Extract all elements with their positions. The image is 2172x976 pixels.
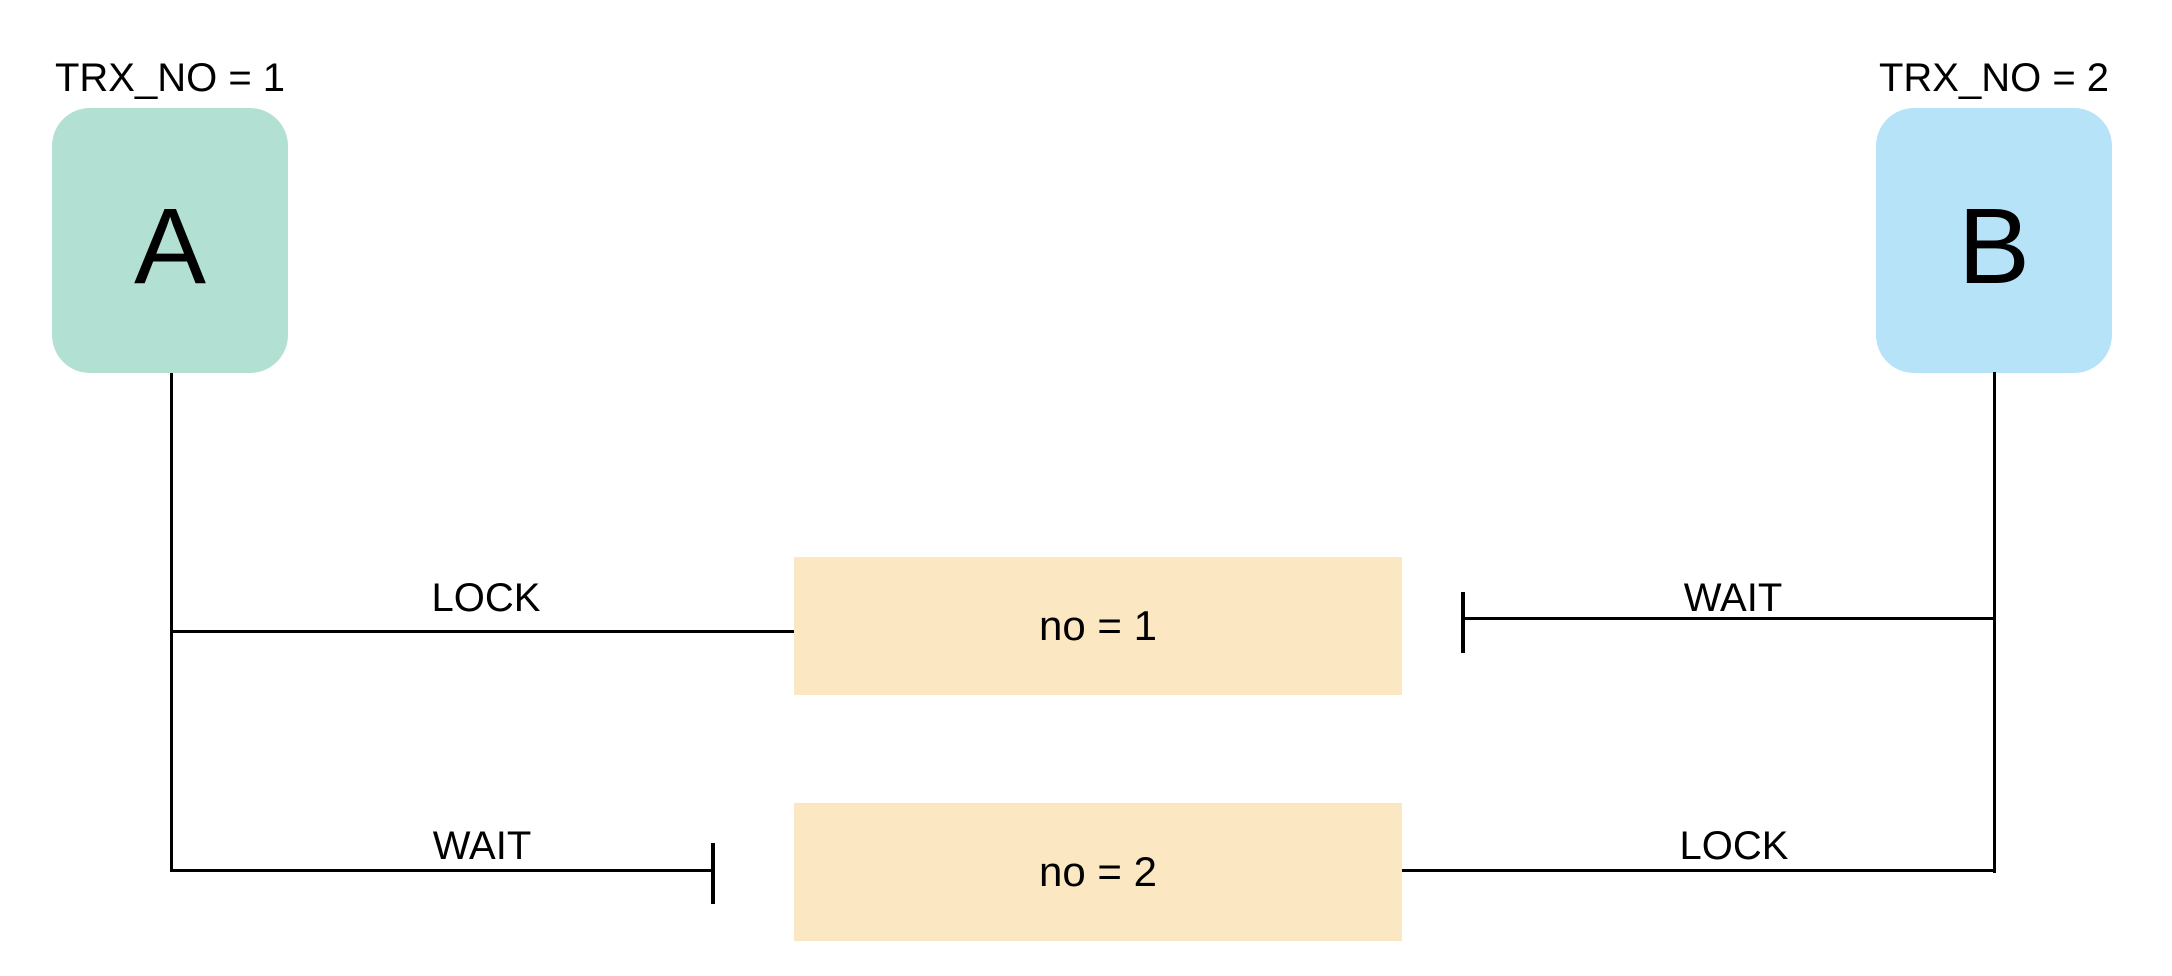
edge-line-wait-b-no1 [1463, 617, 1994, 620]
transaction-a-letter: A [133, 184, 207, 306]
edge-label-lock-a-no1: LOCK [431, 576, 541, 620]
resource-row-no2-label: no = 2 [1039, 848, 1157, 895]
transaction-a-title: TRX_NO = 1 [54, 56, 286, 100]
wait-block-tbar-no2 [711, 843, 715, 904]
transaction-b-node: B [1876, 108, 2112, 373]
transaction-a-node: A [52, 108, 288, 373]
resource-row-no1-label: no = 1 [1039, 602, 1157, 649]
transaction-b-letter: B [1957, 184, 2031, 306]
edge-line-lock-b-no2 [1402, 869, 1994, 872]
resource-row-no2: no = 2 [794, 803, 1402, 941]
edge-line-wait-a-no2 [170, 869, 713, 872]
wait-block-tbar-no1 [1461, 592, 1465, 653]
transaction-a-lifeline [170, 373, 173, 872]
transaction-b-lifeline [1993, 372, 1996, 873]
resource-row-no1: no = 1 [794, 557, 1402, 695]
edge-line-lock-a-no1 [172, 630, 794, 633]
edge-label-wait-b-no1: WAIT [1683, 576, 1783, 620]
edge-label-lock-b-no2: LOCK [1679, 824, 1789, 868]
transaction-b-title: TRX_NO = 2 [1878, 56, 2110, 100]
edge-label-wait-a-no2: WAIT [432, 824, 532, 868]
